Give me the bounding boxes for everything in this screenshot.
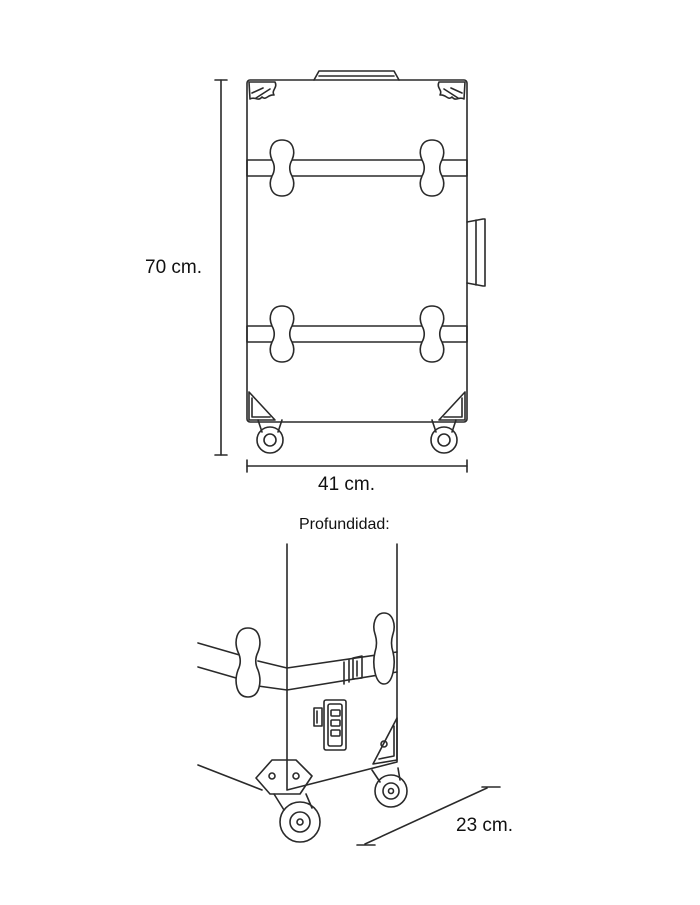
strap-clip-upper-right	[419, 139, 445, 197]
wheel-side-front	[273, 793, 321, 843]
wheel-side-back	[371, 767, 408, 808]
strap-upper	[246, 139, 468, 197]
suitcase-back-edge	[197, 764, 263, 791]
strap-clip-lower-left	[269, 305, 295, 363]
height-dimension-line	[214, 79, 228, 456]
height-label: 70 cm.	[145, 257, 203, 278]
wheel-front-right	[430, 419, 458, 454]
depth-label: 23 cm.	[456, 815, 514, 836]
side-handle	[466, 218, 486, 287]
corner-cap-bottom-right	[438, 391, 466, 421]
width-dimension-line	[246, 459, 468, 473]
width-label: 41 cm.	[318, 474, 376, 495]
corner-cap-top-right	[437, 81, 466, 100]
wheel-front-left	[256, 419, 284, 454]
side-view	[197, 543, 501, 846]
depth-title: Profundidad:	[299, 516, 390, 533]
depth-dimension-line	[356, 786, 501, 846]
strap-clip-lower-right	[419, 305, 445, 363]
suitcase-body-front	[246, 79, 468, 423]
corner-cap-bottom-left	[248, 391, 276, 421]
corner-cap-top-left	[248, 81, 277, 100]
top-handle	[313, 70, 400, 81]
strap-clip-side-right	[373, 612, 395, 685]
strap-clip-upper-left	[269, 139, 295, 197]
combination-lock	[313, 699, 347, 751]
strap-lower	[246, 305, 468, 363]
strap-buckle	[343, 655, 363, 685]
strap-side	[197, 612, 398, 698]
front-view	[214, 70, 486, 473]
strap-clip-side-left	[235, 627, 261, 698]
corner-cap-side-left	[255, 759, 313, 795]
